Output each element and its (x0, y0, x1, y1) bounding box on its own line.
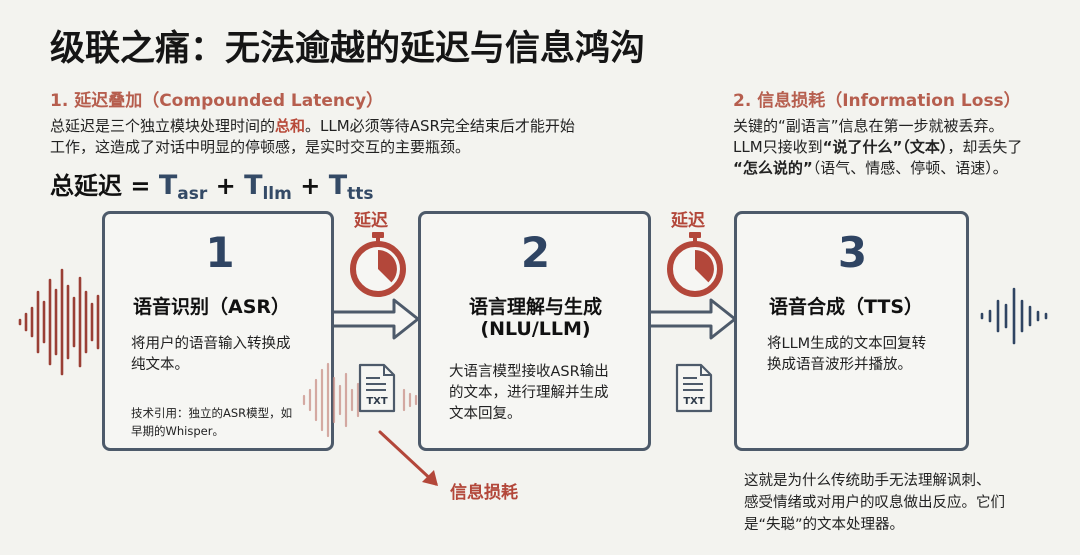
tts-module-box: 3 语音合成（TTS） 将LLM生成的文本回复转换成语音波形并播放。 (734, 211, 969, 451)
formula-term-asr: Tasr (158, 170, 208, 204)
step-number-1: 1 (205, 228, 235, 277)
txt-label-1: TXT (366, 396, 388, 407)
formula-label: 总延迟 = (50, 172, 151, 200)
formula-term-tts: Ttts (328, 170, 374, 204)
formula-plus: + (300, 172, 321, 200)
info-loss-line-1: 关键的“副语言”信息在第一步就被丢弃。 (733, 117, 1004, 135)
latency-formula: 总延迟 = Tasr + Tllm + Ttts (50, 166, 373, 204)
latency-description: 总延迟是三个独立模块处理时间的总和。LLM必须等待ASR完全结束后才能开始 工作… (50, 116, 690, 158)
latency-heading: 1. 延迟叠加（Compounded Latency） (50, 91, 384, 111)
llm-module-box: 2 语言理解与生成 (NLU/LLM) 大语言模型接收ASR输出的文本，进行理解… (418, 211, 651, 451)
tts-description: 将LLM生成的文本回复转换成语音波形并播放。 (767, 336, 927, 373)
loss-arrow-icon (378, 430, 438, 486)
flow-arrow-1-icon (334, 298, 420, 340)
latency-line-1: 总延迟是三个独立模块处理时间的总和。LLM必须等待ASR完全结束后才能开始 (50, 116, 690, 137)
txt-label-2: TXT (683, 396, 705, 407)
info-loss-line-2: LLM只接收到“说了什么”（文本），却丢失了 (733, 138, 1023, 156)
delay-label-1: 延迟 (354, 211, 388, 231)
asr-tech-note: 技术引用：独立的ASR模型，如早期的Whisper。 (131, 406, 293, 438)
info-loss-how-said: “怎么说的” (733, 159, 813, 177)
info-loss-line-3: “怎么说的”（语气、情感、停顿、语速）。 (733, 159, 1008, 177)
stopwatch-icon (667, 232, 723, 297)
input-waveform-icon (18, 268, 118, 376)
output-waveform-icon (980, 287, 1048, 345)
stopwatch-icon (350, 232, 406, 297)
formula-plus: + (215, 172, 236, 200)
latency-line-2: 工作，这造成了对话中明显的停顿感，是实时交互的主要瓶颈。 (50, 138, 471, 156)
asr-title: 语音识别（ASR） (133, 296, 291, 318)
information-loss-label: 信息损耗 (450, 483, 518, 503)
llm-description: 大语言模型接收ASR输出的文本，进行理解并生成文本回复。 (449, 364, 609, 422)
conclusion-text: 这就是为什么传统助手无法理解讽刺、 感受情绪或对用户的叹息做出反应。它们 是“失… (744, 473, 1005, 533)
asr-description: 将用户的语音输入转换成纯文本。 (131, 336, 291, 373)
llm-title: 语言理解与生成 (468, 296, 602, 318)
latency-line-1-pre: 总延迟是三个独立模块处理时间的 (50, 117, 276, 135)
asr-module-box: 1 语音识别（ASR） 将用户的语音输入转换成纯文本。 技术引用：独立的ASR模… (102, 211, 334, 451)
tts-title: 语音合成（TTS） (769, 296, 924, 318)
txt-document-icon (358, 363, 396, 413)
info-loss-what-said: “说了什么”（文本） (822, 138, 948, 156)
txt-document-icon (675, 363, 713, 413)
page-title: 级联之痛：无法逾越的延迟与信息鸿沟 (50, 29, 646, 69)
info-loss-description: 关键的“副语言”信息在第一步就被丢弃。 LLM只接收到“说了什么”（文本），却丢… (733, 116, 1063, 179)
flow-arrow-2-icon (651, 298, 737, 340)
llm-subtitle: (NLU/LLM) (480, 318, 591, 340)
latency-line-1-post: 。LLM必须等待ASR完全结束后才能开始 (305, 117, 575, 135)
info-loss-heading: 2. 信息损耗（Information Loss） (733, 91, 1021, 111)
formula-term-llm: Tllm (244, 170, 292, 204)
delay-label-2: 延迟 (671, 211, 705, 231)
latency-emphasis: 总和 (275, 117, 306, 135)
step-number-2: 2 (520, 228, 551, 277)
step-number-3: 3 (837, 228, 868, 277)
faded-waveform-icon (302, 362, 424, 438)
